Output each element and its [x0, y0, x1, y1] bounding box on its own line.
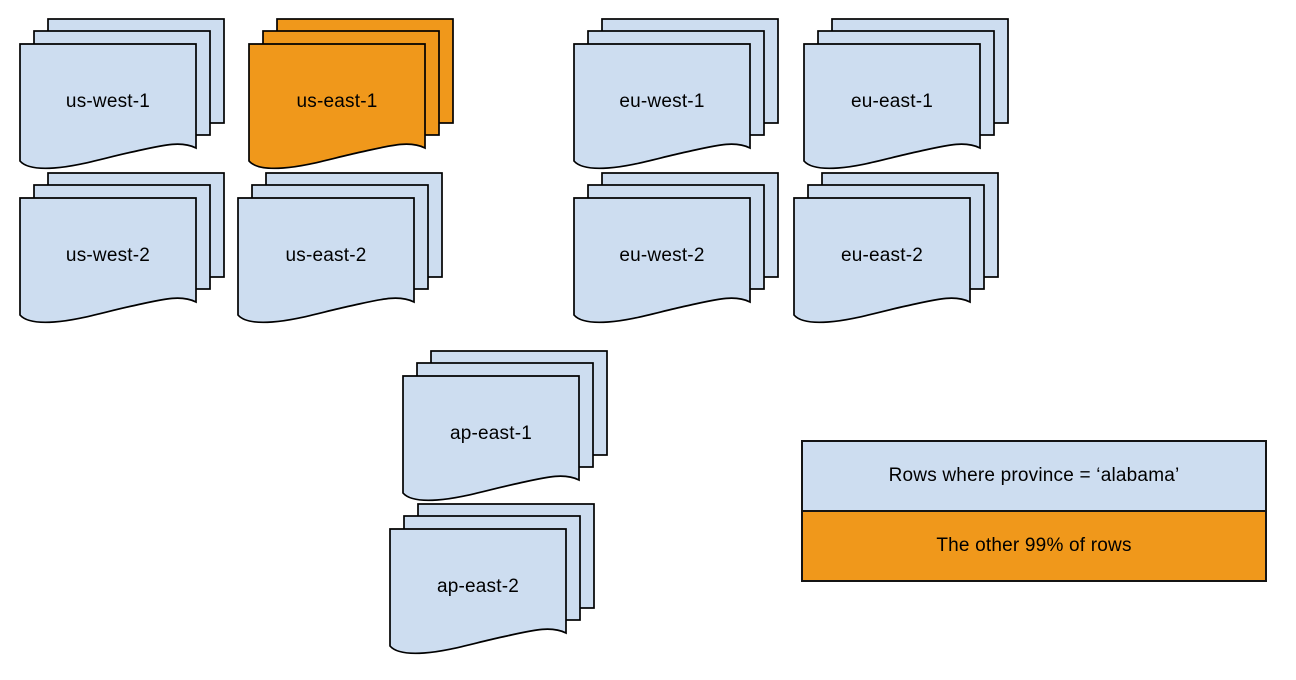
document-stack-us-east-1: us-east-1: [248, 18, 454, 171]
legend-item-alabama-rows: Rows where province = ‘alabama’: [803, 442, 1265, 510]
document-stack-ap-east-2: ap-east-2: [389, 503, 595, 656]
stacked-documents-icon: [237, 172, 443, 324]
document-stack-eu-east-1: eu-east-1: [803, 18, 1009, 171]
document-stack-eu-east-2: eu-east-2: [793, 172, 999, 325]
legend: Rows where province = ‘alabama’ The othe…: [801, 440, 1267, 582]
document-stack-eu-west-2: eu-west-2: [573, 172, 779, 325]
stacked-documents-icon: [19, 172, 225, 324]
stacked-documents-icon: [573, 172, 779, 324]
document-stack-ap-east-1: ap-east-1: [402, 350, 608, 503]
stacked-documents-icon: [389, 503, 595, 655]
stacked-documents-icon: [793, 172, 999, 324]
stacked-documents-icon: [803, 18, 1009, 170]
stacked-documents-icon: [19, 18, 225, 170]
legend-item-other-rows: The other 99% of rows: [803, 510, 1265, 580]
stacked-documents-icon: [248, 18, 454, 170]
document-stack-us-west-1: us-west-1: [19, 18, 225, 171]
stacked-documents-icon: [573, 18, 779, 170]
document-stack-us-east-2: us-east-2: [237, 172, 443, 325]
document-stack-us-west-2: us-west-2: [19, 172, 225, 325]
stacked-documents-icon: [402, 350, 608, 502]
document-stack-eu-west-1: eu-west-1: [573, 18, 779, 171]
